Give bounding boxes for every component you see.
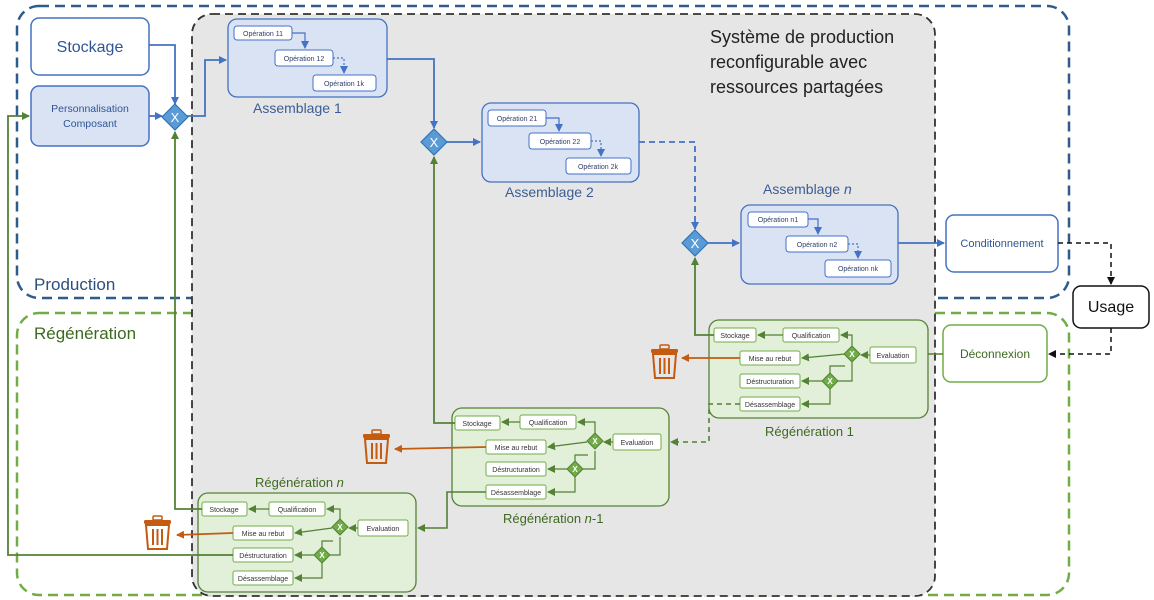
arrow-destructuration-to-perso bbox=[7, 112, 233, 556]
arrow-assemblage2-gatewayn bbox=[639, 141, 699, 230]
production-label: Production bbox=[34, 275, 115, 294]
trash-icon bbox=[651, 344, 678, 379]
usage-label: Usage bbox=[1088, 299, 1134, 316]
regeneration-n-1: Stockage Qualification Mise au rebut Dés… bbox=[451, 407, 670, 507]
arrow-stockage-gateway bbox=[149, 44, 179, 105]
svg-text:Opération n2: Opération n2 bbox=[797, 242, 838, 249]
svg-text:Déstructuration: Déstructuration bbox=[492, 467, 540, 474]
personnalisation-label-line2: Composant bbox=[63, 118, 117, 130]
assemblage-n: Opération n1 Opération n2 Opération nk bbox=[740, 204, 899, 285]
assemblage-2: Opération 21 Opération 22 Opération 2k bbox=[481, 102, 640, 183]
svg-text:Déstructuration: Déstructuration bbox=[239, 553, 287, 560]
svg-text:X: X bbox=[572, 465, 578, 474]
system-title-line1: Système de production bbox=[710, 27, 894, 47]
assemblage-2-label: Assemblage 2 bbox=[505, 184, 594, 200]
arrow-regenn-to-gateway1 bbox=[171, 131, 202, 510]
svg-text:Mise au rebut: Mise au rebut bbox=[749, 356, 791, 363]
svg-text:X: X bbox=[319, 551, 325, 560]
regeneration-label: Régénération bbox=[34, 324, 136, 343]
svg-text:Mise au rebut: Mise au rebut bbox=[495, 445, 537, 452]
arrow-regen1-to-gatewayn bbox=[691, 257, 714, 336]
system-title-line3: ressources partagées bbox=[710, 77, 883, 97]
svg-text:Déstructuration: Déstructuration bbox=[746, 379, 794, 386]
arrow-gateway1-assemblage1 bbox=[187, 56, 227, 117]
conditionnement-label: Conditionnement bbox=[960, 238, 1043, 250]
svg-text:Qualification: Qualification bbox=[792, 333, 831, 340]
regeneration-1: Stockage Qualification Mise au rebut Dés… bbox=[708, 319, 929, 419]
gateway-2: X bbox=[420, 128, 448, 156]
arrow-assemblage1-gateway2 bbox=[387, 58, 438, 129]
arrow-desassemblage-n1-to-regenn bbox=[417, 491, 486, 532]
trash-icon bbox=[363, 429, 390, 464]
personnalisation-label-line1: Personnalisation bbox=[51, 103, 129, 115]
system-zone bbox=[191, 13, 936, 597]
svg-text:Qualification: Qualification bbox=[529, 420, 568, 427]
gateway-n: X bbox=[681, 229, 709, 257]
svg-text:X: X bbox=[827, 377, 833, 386]
arrow-desassemblage1-to-regen-n1 bbox=[670, 403, 740, 446]
svg-text:Désassemblage: Désassemblage bbox=[238, 576, 288, 583]
svg-text:X: X bbox=[171, 110, 180, 125]
stockage-label: Stockage bbox=[57, 39, 124, 56]
svg-text:Opération nk: Opération nk bbox=[838, 266, 879, 273]
svg-text:Qualification: Qualification bbox=[278, 507, 317, 514]
svg-text:X: X bbox=[337, 523, 343, 532]
regeneration-n-1-label: Régénération n-1 bbox=[503, 511, 603, 526]
gateway-1: X bbox=[161, 103, 189, 131]
trash-icon bbox=[144, 515, 171, 550]
svg-text:Mise au rebut: Mise au rebut bbox=[242, 531, 284, 538]
assemblage-1: Opération 11 Opération 12 Opération 1k bbox=[227, 18, 388, 98]
regeneration-n-label: Régénération n bbox=[255, 475, 344, 490]
svg-text:Opération 2k: Opération 2k bbox=[578, 164, 619, 171]
deconnexion-label: Déconnexion bbox=[960, 347, 1030, 361]
svg-text:Désassemblage: Désassemblage bbox=[491, 490, 541, 497]
svg-text:Evaluation: Evaluation bbox=[621, 440, 654, 447]
arrow-rebut-n1 bbox=[394, 444, 487, 453]
svg-text:Stockage: Stockage bbox=[209, 507, 238, 514]
svg-text:Désassemblage: Désassemblage bbox=[745, 402, 795, 409]
svg-text:Stockage: Stockage bbox=[720, 333, 749, 340]
assemblage-1-label: Assemblage 1 bbox=[253, 100, 342, 116]
personnalisation-box bbox=[30, 85, 150, 147]
arrow-conditionnement-usage bbox=[1058, 242, 1115, 285]
svg-text:Opération 22: Opération 22 bbox=[540, 139, 581, 146]
svg-text:X: X bbox=[592, 437, 598, 446]
arrow-usage-deconnexion bbox=[1048, 328, 1112, 358]
svg-text:Opération 12: Opération 12 bbox=[284, 56, 325, 63]
stockage-box bbox=[30, 17, 150, 76]
assemblage-n-label: Assemblage n bbox=[763, 181, 852, 197]
svg-text:X: X bbox=[849, 350, 855, 359]
svg-text:Evaluation: Evaluation bbox=[877, 353, 910, 360]
arrow-rebut-n bbox=[176, 530, 234, 539]
regeneration-1-label: Régénération 1 bbox=[765, 424, 854, 439]
svg-text:X: X bbox=[691, 236, 700, 251]
svg-text:Opération 21: Opération 21 bbox=[497, 116, 538, 123]
system-title-line2: reconfigurable avec bbox=[710, 52, 867, 72]
svg-text:Opération 1k: Opération 1k bbox=[324, 81, 365, 88]
svg-text:Evaluation: Evaluation bbox=[367, 526, 400, 533]
svg-text:X: X bbox=[430, 135, 439, 150]
svg-text:Stockage: Stockage bbox=[462, 421, 491, 428]
regeneration-n: Stockage Qualification Mise au rebut Dés… bbox=[197, 492, 417, 593]
svg-text:Opération n1: Opération n1 bbox=[758, 217, 799, 224]
svg-text:Opération 11: Opération 11 bbox=[243, 31, 283, 38]
arrow-regen-n1-to-gateway2 bbox=[430, 156, 455, 424]
